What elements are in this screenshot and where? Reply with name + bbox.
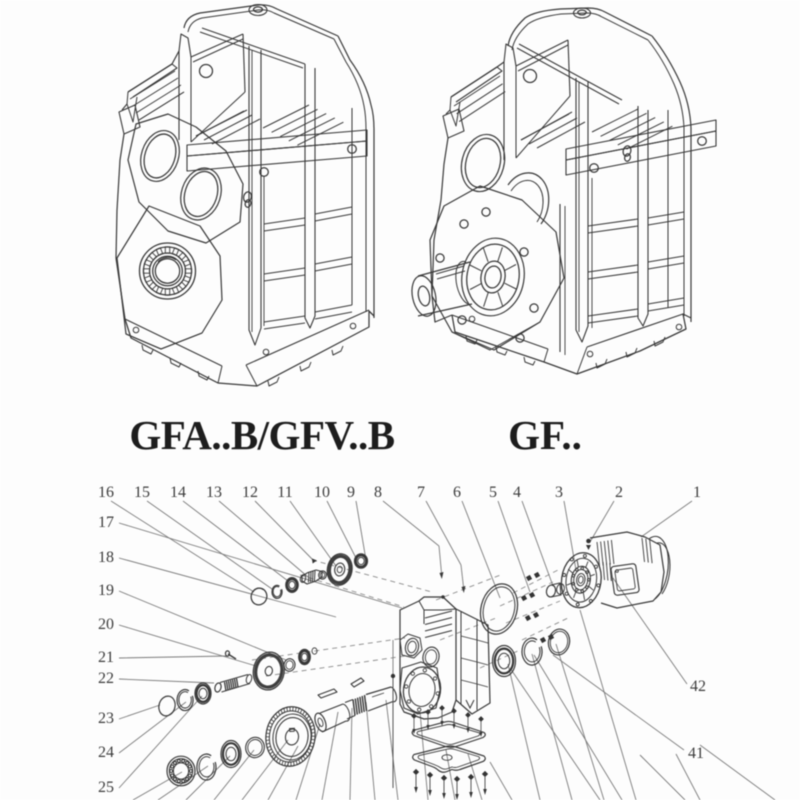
svg-text:9: 9 [347, 484, 355, 501]
svg-text:15: 15 [134, 484, 150, 501]
svg-text:20: 20 [98, 616, 114, 633]
svg-text:21: 21 [98, 649, 114, 666]
svg-text:GF..: GF.. [508, 412, 582, 458]
svg-text:2: 2 [615, 484, 623, 501]
svg-text:7: 7 [417, 484, 425, 501]
svg-text:11: 11 [277, 484, 292, 501]
svg-text:GFA..B/GFV..B: GFA..B/GFV..B [129, 412, 394, 458]
svg-text:4: 4 [513, 484, 521, 501]
svg-text:16: 16 [98, 484, 114, 501]
svg-text:6: 6 [453, 484, 461, 501]
svg-text:19: 19 [98, 582, 114, 599]
svg-text:25: 25 [98, 779, 114, 796]
svg-text:24: 24 [98, 744, 114, 761]
svg-text:5: 5 [489, 484, 497, 501]
svg-text:14: 14 [170, 484, 186, 501]
svg-text:8: 8 [374, 484, 382, 501]
svg-text:12: 12 [242, 484, 258, 501]
svg-text:42: 42 [690, 678, 706, 695]
svg-text:18: 18 [98, 549, 114, 566]
svg-text:17: 17 [98, 514, 114, 531]
svg-text:41: 41 [688, 745, 704, 762]
svg-text:13: 13 [206, 484, 222, 501]
svg-text:1: 1 [693, 484, 701, 501]
svg-text:22: 22 [98, 670, 114, 687]
svg-text:3: 3 [555, 484, 563, 501]
svg-text:10: 10 [314, 484, 330, 501]
svg-text:23: 23 [98, 710, 114, 727]
